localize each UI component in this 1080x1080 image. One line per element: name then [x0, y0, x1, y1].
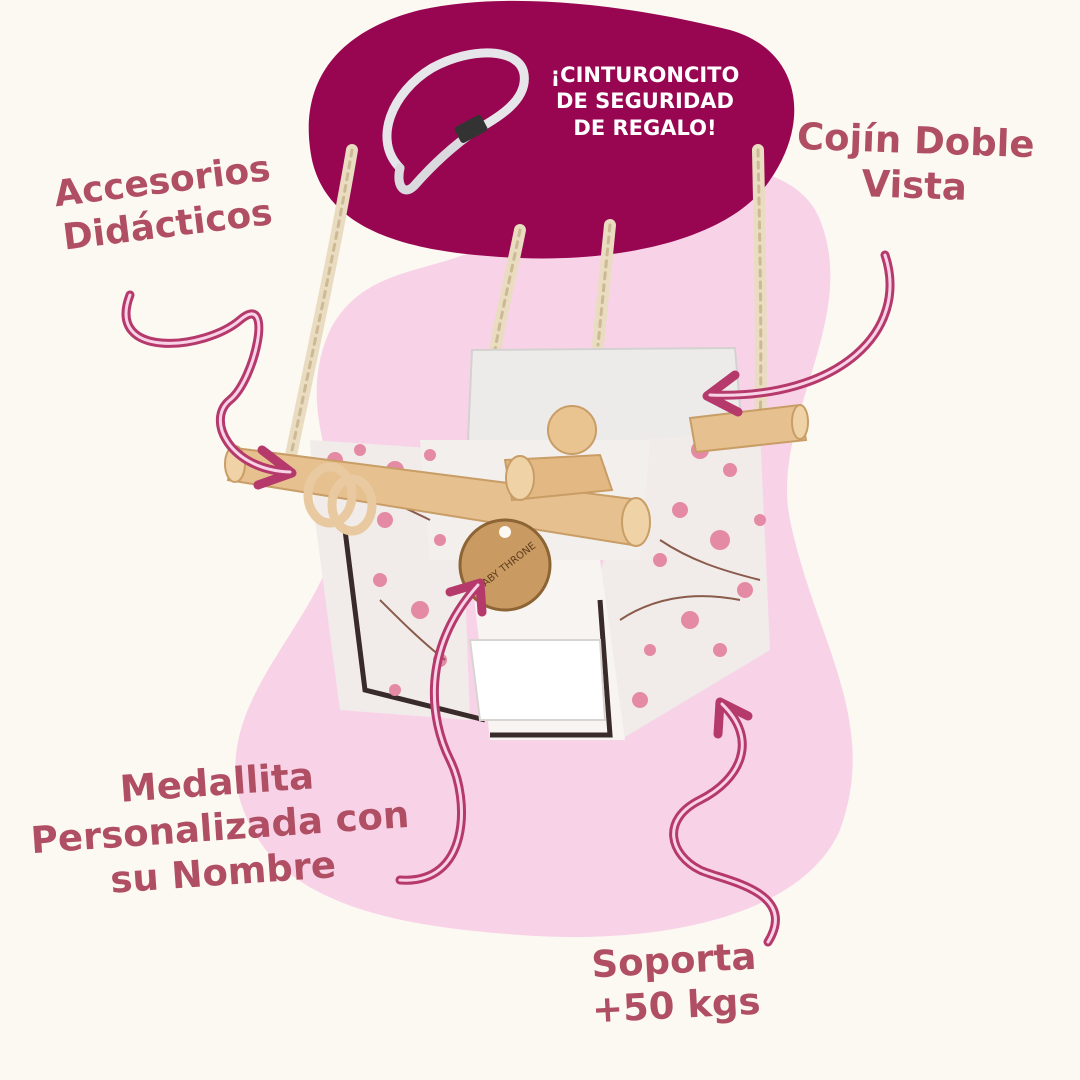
- label-medallita: Medallita Personalizada con su Nombre: [16, 746, 424, 909]
- promo-text: ¡CINTURONCITO DE SEGURIDAD DE REGALO!: [520, 62, 770, 141]
- label-cojin-line-2: Vista: [860, 162, 968, 209]
- label-cojin-line-1: Cojín Doble: [796, 114, 1036, 167]
- baby-swing: BABY THRONE: [224, 346, 809, 740]
- promo-line-3: DE REGALO!: [573, 115, 717, 140]
- blossom-pattern: [327, 441, 766, 708]
- teething-rings: [303, 462, 377, 536]
- rope: [284, 144, 767, 466]
- safety-belt-icon: [382, 48, 529, 195]
- promo-line-2: DE SEGURIDAD: [556, 89, 734, 114]
- label-soporta: Soporta +50 kgs: [558, 932, 792, 1034]
- promo-line-1: ¡CINTURONCITO: [550, 63, 740, 87]
- wooden-bar: [224, 403, 809, 547]
- arrow-accesorios: [121, 290, 297, 490]
- label-cojin: Cojín Doble Vista: [789, 114, 1042, 213]
